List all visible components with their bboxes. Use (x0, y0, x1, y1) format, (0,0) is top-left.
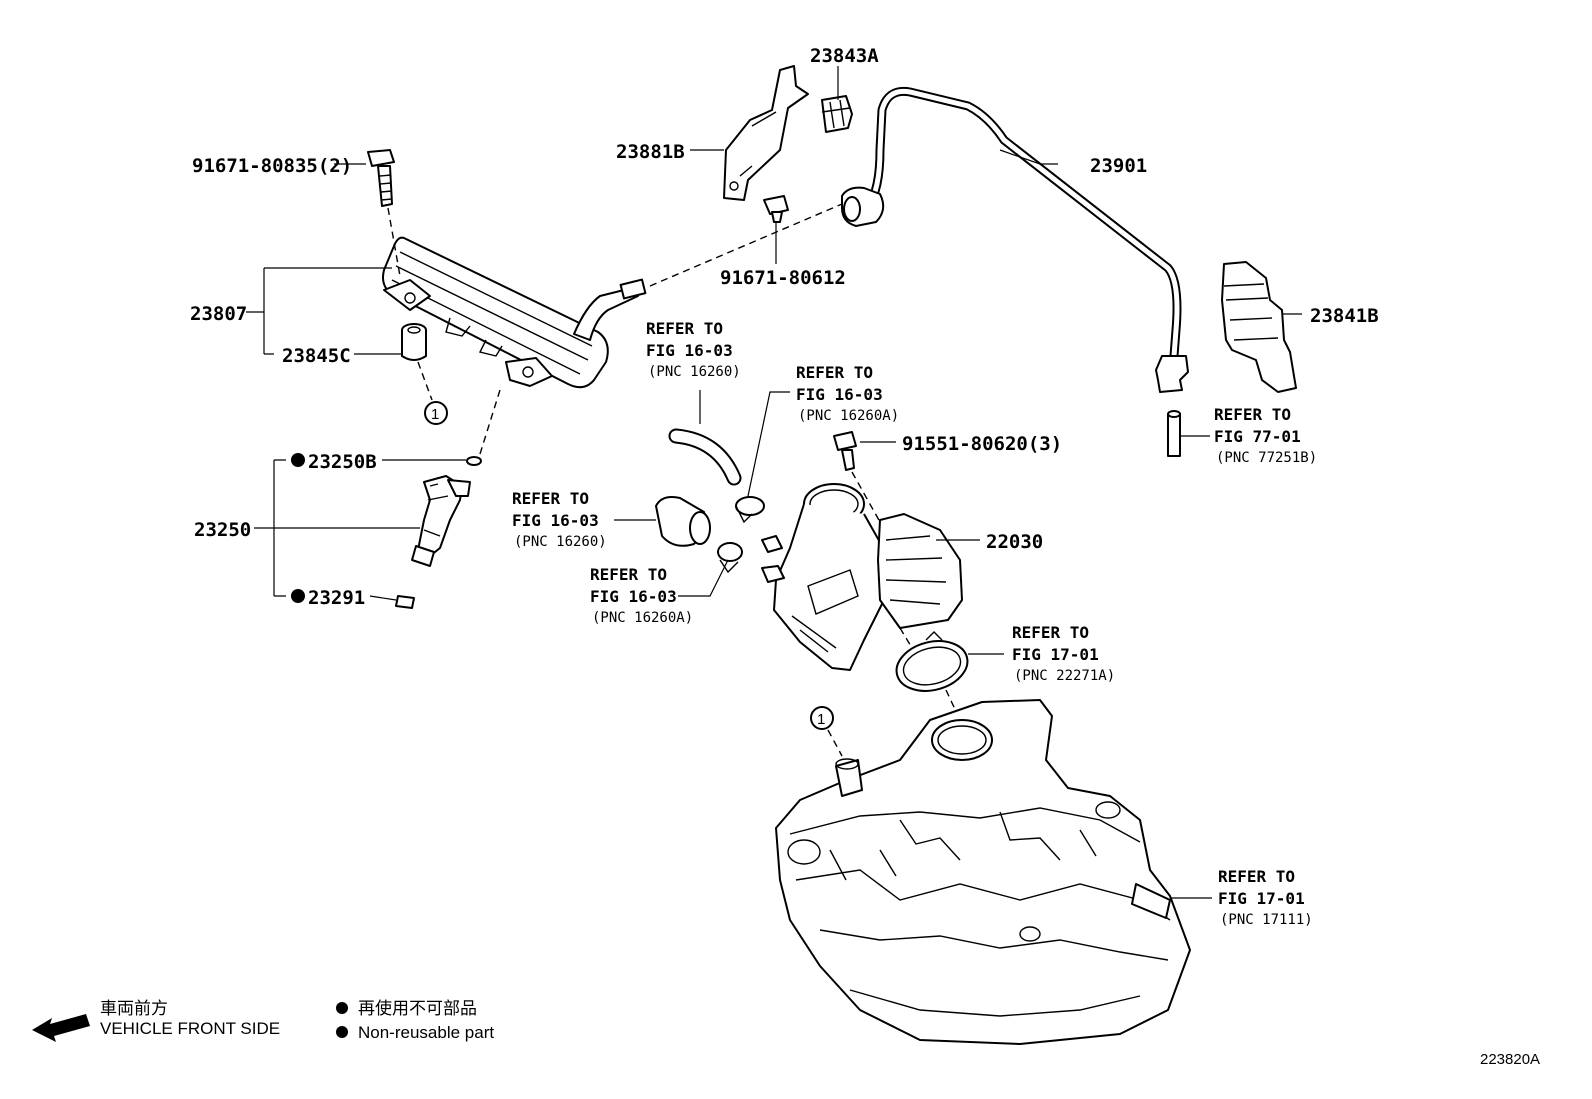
label-insulator: 23845C (282, 345, 351, 367)
svg-text:REFER TO: REFER TO (1012, 623, 1089, 642)
svg-text:(PNC 16260A): (PNC 16260A) (798, 408, 899, 424)
svg-text:REFER TO: REFER TO (512, 489, 589, 508)
svg-text:FIG 17-01: FIG 17-01 (1218, 889, 1305, 908)
label-fuel-rail: 23807 (190, 303, 247, 325)
svg-text:(PNC 16260A): (PNC 16260A) (592, 610, 693, 626)
refer-callout: REFER TO FIG 17-01 (PNC 22271A) (1012, 623, 1115, 684)
legend-front-jp: 車両前方 (100, 999, 168, 1018)
label-bolt-throttle: 91551-80620(3) (902, 433, 1062, 455)
circle-marker-1-lower: 1 (817, 711, 825, 728)
legend: 車両前方 VEHICLE FRONT SIDE 再使用不可部品 Non-reus… (32, 998, 494, 1042)
bolt-fuel-rail (367, 149, 395, 207)
bolt-throttle (833, 431, 857, 471)
svg-text:REFER TO: REFER TO (1214, 405, 1291, 424)
clamp-23843a (821, 95, 853, 133)
refer-callout: REFER TO FIG 16-03 (PNC 16260A) (796, 363, 899, 424)
leader-lines (246, 66, 1302, 899)
label-insulator-lower: 23291 (308, 587, 365, 609)
legend-front-en: VEHICLE FRONT SIDE (100, 1019, 280, 1038)
legend-nonreuse-en: Non-reusable part (358, 1023, 494, 1042)
svg-text:REFER TO: REFER TO (796, 363, 873, 382)
label-o-ring: 23250B (308, 451, 377, 473)
legend-nonreuse-jp: 再使用不可部品 (358, 998, 477, 1018)
connector-23841b (1221, 261, 1297, 393)
part-labels: 91671-80835(2) 23807 23845C 23250B 23250… (190, 45, 1379, 609)
insulator-23845c (401, 323, 427, 361)
non-reusable-dot-icon (336, 1002, 348, 1014)
throttle-body (761, 483, 963, 671)
svg-text:FIG 16-03: FIG 16-03 (646, 341, 733, 360)
label-bolt-fuel-rail: 91671-80835(2) (192, 155, 352, 177)
non-reusable-dot-icon (336, 1026, 348, 1038)
svg-text:FIG 16-03: FIG 16-03 (796, 385, 883, 404)
bolt-bracket (763, 195, 789, 223)
refer-callout: REFER TO FIG 17-01 (PNC 17111) (1218, 867, 1313, 928)
refer-callout: REFER TO FIG 16-03 (PNC 16260) (646, 319, 741, 380)
svg-text:(PNC 77251B): (PNC 77251B) (1216, 450, 1317, 466)
label-bolt-bracket: 91671-80612 (720, 267, 846, 289)
non-reusable-dot (291, 453, 305, 467)
label-fuel-pipe: 23901 (1090, 155, 1147, 177)
svg-text:FIG 17-01: FIG 17-01 (1012, 645, 1099, 664)
hose-clamp-lower (717, 542, 743, 574)
hose-lower (655, 496, 711, 547)
label-bracket: 23881B (616, 141, 685, 163)
svg-text:(PNC 16260): (PNC 16260) (514, 534, 607, 550)
svg-text:(PNC 16260): (PNC 16260) (648, 364, 741, 380)
bracket-23881b (723, 65, 809, 201)
label-injector: 23250 (194, 519, 251, 541)
label-throttle-body: 22030 (986, 531, 1043, 553)
fuel-pipe (841, 86, 1189, 393)
label-connector: 23841B (1310, 305, 1379, 327)
svg-text:FIG 77-01: FIG 77-01 (1214, 427, 1301, 446)
svg-text:REFER TO: REFER TO (1218, 867, 1295, 886)
svg-text:REFER TO: REFER TO (590, 565, 667, 584)
figure-id: 223820A (1480, 1051, 1540, 1068)
fuel-rail (382, 236, 647, 389)
svg-text:REFER TO: REFER TO (646, 319, 723, 338)
non-reusable-dot (291, 589, 305, 603)
circle-marker-1: 1 (431, 406, 439, 423)
insulator-23291 (395, 595, 415, 609)
refer-callout: REFER TO FIG 16-03 (PNC 16260) (512, 489, 607, 550)
gasket (895, 631, 969, 692)
front-arrow-icon (32, 1014, 90, 1042)
injector (411, 475, 471, 567)
svg-text:FIG 16-03: FIG 16-03 (590, 587, 677, 606)
refer-callout: REFER TO FIG 16-03 (PNC 16260A) (590, 565, 693, 626)
hose-clamp-upper (735, 496, 765, 524)
svg-text:FIG 16-03: FIG 16-03 (512, 511, 599, 530)
svg-text:(PNC 17111): (PNC 17111) (1220, 912, 1313, 928)
refer-callout: REFER TO FIG 77-01 (PNC 77251B) (1214, 405, 1317, 466)
label-clamp: 23843A (810, 45, 879, 67)
intake-manifold (775, 699, 1191, 1045)
svg-text:(PNC 22271A): (PNC 22271A) (1014, 668, 1115, 684)
